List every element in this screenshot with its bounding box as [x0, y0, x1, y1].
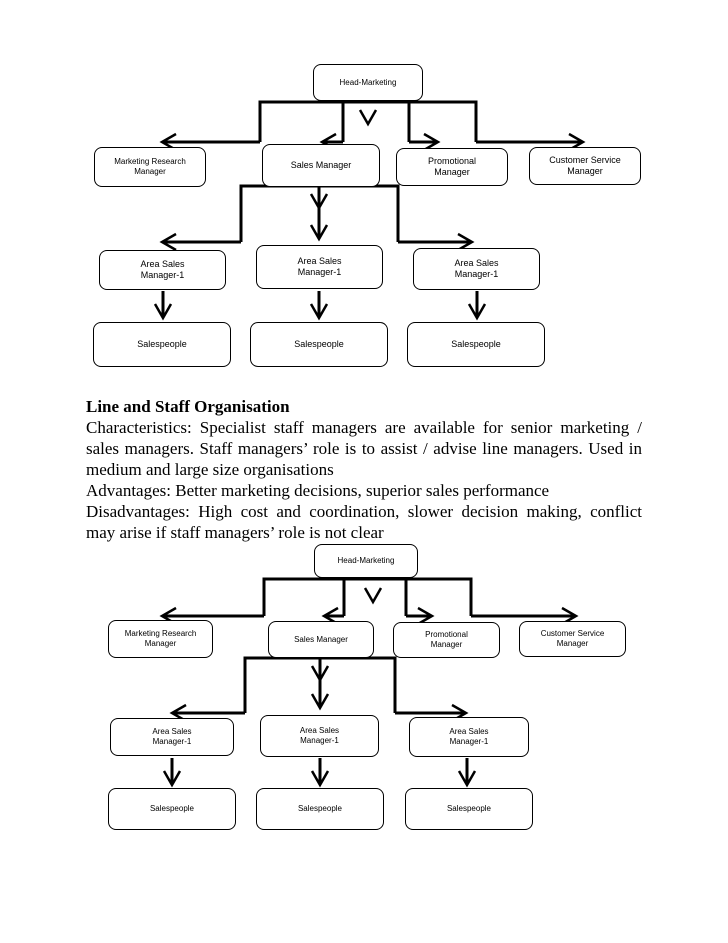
box-area-sales-manager-2b: Area Sales Manager-1: [260, 715, 379, 757]
box-salespeople-1b: Salespeople: [108, 788, 236, 830]
arrow-right-icon: [417, 606, 435, 626]
box-salespeople-3b: Salespeople: [405, 788, 533, 830]
connector-line: [262, 577, 473, 616]
arrow-right-icon: [423, 132, 441, 152]
arrow-down-icon: [309, 224, 329, 242]
text-section: Line and Staff Organisation Characterist…: [86, 396, 642, 543]
box-promotional-manager-2: Promotional Manager: [393, 622, 500, 658]
box-marketing-research-manager-2: Marketing Research Manager: [108, 620, 213, 658]
box-head-marketing-2: Head-Marketing: [314, 544, 418, 578]
box-sales-manager: Sales Manager: [262, 144, 380, 187]
disadvantages-paragraph: Disadvantages: High cost and coordinatio…: [86, 502, 642, 542]
box-area-sales-manager-3: Area Sales Manager-1: [413, 248, 540, 290]
arrow-down-icon: [153, 303, 173, 321]
box-area-sales-manager-1b: Area Sales Manager-1: [110, 718, 234, 756]
characteristics-paragraph: Characteristics: Specialist staff manage…: [86, 418, 642, 479]
box-customer-service-manager: Customer Service Manager: [529, 147, 641, 185]
box-area-sales-manager-3b: Area Sales Manager-1: [409, 717, 529, 757]
arrow-down-icon: [358, 109, 378, 127]
box-salespeople-3: Salespeople: [407, 322, 545, 367]
arrow-down-icon: [162, 770, 182, 788]
box-customer-service-manager-2: Customer Service Manager: [519, 621, 626, 657]
connector-line: [258, 100, 478, 142]
arrow-down-icon: [310, 693, 330, 711]
arrow-left-icon: [159, 232, 177, 252]
arrow-down-icon: [457, 770, 477, 788]
box-area-sales-manager-2: Area Sales Manager-1: [256, 245, 383, 289]
section-heading: Line and Staff Organisation: [86, 397, 290, 416]
box-marketing-research-manager: Marketing Research Manager: [94, 147, 206, 187]
arrow-right-icon: [457, 232, 475, 252]
box-area-sales-manager-1: Area Sales Manager-1: [99, 250, 226, 290]
box-salespeople-2b: Salespeople: [256, 788, 384, 830]
arrow-down-icon: [310, 665, 330, 683]
arrow-down-icon: [309, 303, 329, 321]
advantages-paragraph: Advantages: Better marketing decisions, …: [86, 481, 550, 500]
arrow-down-icon: [310, 770, 330, 788]
arrow-down-icon: [309, 193, 329, 211]
box-head-marketing: Head-Marketing: [313, 64, 423, 101]
box-sales-manager-2: Sales Manager: [268, 621, 374, 658]
arrow-down-icon: [363, 587, 383, 605]
box-salespeople-1: Salespeople: [93, 322, 231, 367]
arrow-down-icon: [467, 303, 487, 321]
box-promotional-manager: Promotional Manager: [396, 148, 508, 186]
box-salespeople-2: Salespeople: [250, 322, 388, 367]
